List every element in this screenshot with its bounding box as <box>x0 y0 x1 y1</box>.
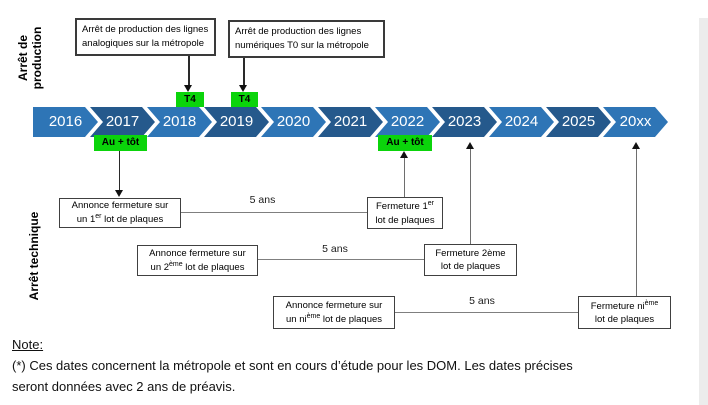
arrow-line-numeric <box>243 58 245 86</box>
arrow-line-fermeture3-up <box>636 149 638 296</box>
connector-5ans-3 <box>395 312 578 314</box>
arrow-head-fermeture3-up-icon <box>632 142 640 149</box>
annonce2-line1: Annonce fermeture sur <box>149 247 246 259</box>
timeline-year-20xx: 20xx <box>603 107 668 137</box>
arrow-head-numeric-icon <box>239 85 247 92</box>
callout-analog-line1: Arrêt de production des lignes <box>82 24 209 35</box>
note-line1: (*) Ces dates concernent la métropole et… <box>12 358 573 373</box>
duration-5ans-3: 5 ans <box>469 295 495 307</box>
arrow-head-fermeture2-up-icon <box>466 142 474 149</box>
arrow-head-au-plus-tot-down-icon <box>115 190 123 197</box>
timeline-year-2017: 2017 <box>90 107 155 137</box>
axis-label-arret-production: Arrêt de production <box>16 26 44 90</box>
box-annonce-fermeture-1er-lot: Annonce fermeture sur un 1er lot de plaq… <box>59 198 181 228</box>
timeline-year-2023: 2023 <box>432 107 497 137</box>
fermeture3-line2: lot de plaques <box>594 314 655 326</box>
fermeture1-line2: lot de plaques <box>375 214 435 226</box>
timeline-year-2016: 2016 <box>33 107 98 137</box>
fermeture3-line1: Fermeture nième <box>590 299 659 312</box>
connector-5ans-2 <box>258 259 424 261</box>
page-edge-strip <box>699 18 708 405</box>
annonce1-line1: Annonce fermeture sur <box>71 200 169 212</box>
annonce1-line2: un 1er lot de plaques <box>76 213 164 226</box>
arrow-line-analog <box>188 56 190 86</box>
box-annonce-fermeture-nieme-lot: Annonce fermeture sur un nième lot de pl… <box>273 296 395 329</box>
connector-5ans-1 <box>181 212 367 214</box>
timeline-year-2019: 2019 <box>204 107 269 137</box>
callout-numeric-lines: Arrêt de production des lignes numérique… <box>228 20 385 58</box>
timeline-year-2021: 2021 <box>318 107 383 137</box>
box-fermeture-1er-lot: Fermeture 1er lot de plaques <box>367 197 443 229</box>
note-block: Note: (*) Ces dates concernent la métrop… <box>12 334 573 397</box>
callout-numeric-line2: numériques T0 sur la métropole <box>235 39 369 51</box>
duration-5ans-2: 5 ans <box>322 243 348 255</box>
marker-t4-2019: T4 <box>231 92 258 107</box>
note-line2: seront données avec 2 ans de préavis. <box>12 379 236 394</box>
box-fermeture-2eme-lot: Fermeture 2ème lot de plaques <box>424 244 517 276</box>
box-annonce-fermeture-2eme-lot: Annonce fermeture sur un 2ème lot de pla… <box>137 245 258 276</box>
annonce3-line2: un nième lot de plaques <box>285 312 383 326</box>
timeline-year-2020: 2020 <box>261 107 326 137</box>
note-title: Note: <box>12 337 44 352</box>
annonce3-line1: Annonce fermeture sur <box>285 299 383 311</box>
arrow-head-analog-icon <box>184 85 192 92</box>
timeline-year-2025: 2025 <box>546 107 611 137</box>
marker-au-plus-tot-2017: Au + tôt <box>94 135 147 151</box>
arrow-line-fermeture2-up <box>470 149 472 244</box>
timeline-year-2018: 2018 <box>147 107 212 137</box>
marker-au-plus-tot-2022: Au + tôt <box>378 135 432 151</box>
timeline-year-2024: 2024 <box>489 107 554 137</box>
callout-analog-line2: analogiques sur la métropole <box>82 37 204 49</box>
arrow-line-au-plus-tot-down <box>119 151 121 191</box>
duration-5ans-1: 5 ans <box>249 194 276 206</box>
arrow-head-fermeture1-up-icon <box>400 151 408 158</box>
box-fermeture-nieme-lot: Fermeture nième lot de plaques <box>578 296 671 329</box>
callout-analog-lines: Arrêt de production des lignes analogiqu… <box>75 18 216 56</box>
arrow-line-fermeture1-up <box>404 157 406 197</box>
fermeture1-line1: Fermeture 1er <box>376 200 434 213</box>
fermeture2-line2: lot de plaques <box>440 261 501 272</box>
fermeture2-line1: Fermeture 2ème <box>435 247 506 259</box>
annonce2-line2: un 2ème lot de plaques <box>150 260 245 274</box>
marker-t4-2018: T4 <box>176 92 204 107</box>
axis-label-arret-technique: Arrêt technique <box>27 211 41 301</box>
callout-numeric-line1: Arrêt de production des lignes <box>235 26 362 37</box>
timeline-year-2022: 2022 <box>375 107 440 137</box>
